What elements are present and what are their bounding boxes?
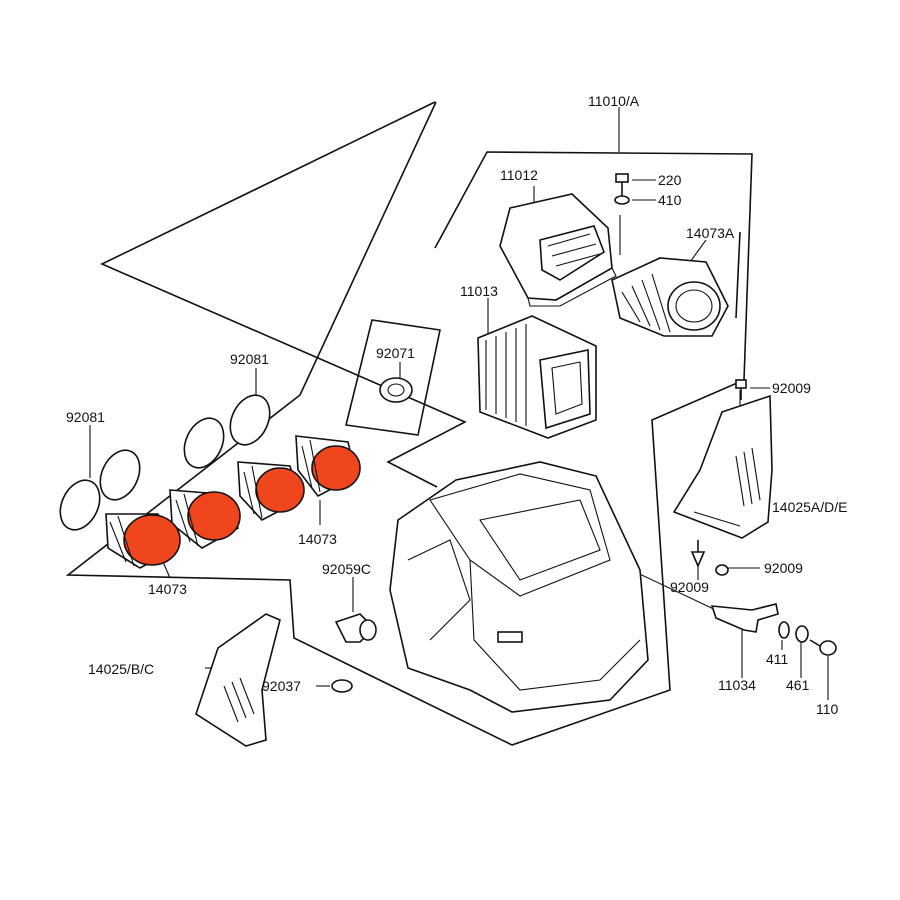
label-461: 461: [786, 677, 810, 693]
intake-boot-4: [295, 435, 361, 498]
label-11034: 11034: [718, 677, 756, 693]
clip-92009-lower-right: [715, 564, 729, 576]
side-cover-14025bc: [195, 613, 281, 747]
label-11010a: 11010/A: [588, 93, 640, 109]
label-14025bc: 14025/B/C: [88, 661, 154, 677]
label-92009-right: 92009: [764, 560, 803, 576]
bracket-11034: [710, 603, 779, 633]
label-11013: 11013: [460, 283, 498, 299]
screw-220: [615, 173, 629, 196]
label-92009-top: 92009: [772, 380, 811, 396]
label-411: 411: [766, 651, 789, 667]
label-92059c: 92059C: [322, 561, 371, 577]
elbow-fitting-92059c: [334, 613, 377, 643]
label-14073a: 14073A: [686, 225, 735, 241]
screw-92009-top: [735, 379, 747, 400]
clip-92009-lower-left: [690, 540, 706, 569]
intake-boot-3: [237, 461, 305, 521]
o-rings-92081: [59, 394, 271, 531]
label-11012: 11012: [500, 167, 538, 183]
label-92071: 92071: [376, 345, 415, 361]
label-410: 410: [658, 192, 682, 208]
label-92037: 92037: [262, 678, 301, 694]
intake-duct-14073a: [611, 257, 729, 337]
label-220: 220: [658, 172, 682, 188]
part-labels: 11010/A 11012 220 410 14073A 11013 92071…: [66, 93, 848, 717]
label-14025ade: 14025A/D/E: [772, 499, 848, 515]
bolt-110: [809, 639, 837, 656]
label-92009-left: 92009: [670, 579, 709, 595]
label-92081-left: 92081: [66, 409, 105, 425]
intake-boot-2: [169, 489, 241, 549]
label-92081-right: 92081: [230, 351, 269, 367]
label-14073-left: 14073: [148, 581, 187, 597]
label-14073-right: 14073: [298, 531, 337, 547]
clip-92037: [331, 679, 353, 693]
intake-boots-14073: [105, 435, 361, 569]
label-110: 110: [816, 701, 839, 717]
washer-410: [614, 195, 630, 205]
air-filter-element-11013: [477, 315, 597, 439]
intake-boot-1: [105, 513, 181, 569]
upper-housing-cover-11012: [499, 193, 617, 307]
side-cover-14025ade: [672, 394, 773, 539]
grommet-box-92071: [345, 319, 441, 436]
air-box-main: [389, 461, 649, 713]
frame-outline: [65, 101, 753, 746]
nut-461: [795, 625, 809, 643]
washer-411: [778, 621, 790, 639]
